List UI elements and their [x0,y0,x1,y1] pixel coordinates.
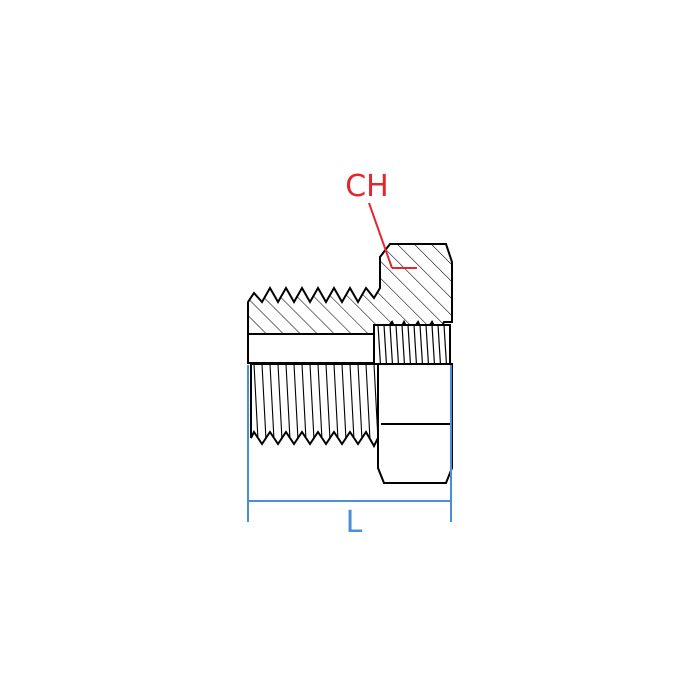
section-upper-body [247,243,453,337]
hex-size-leader [368,202,417,269]
center-bore-band [247,333,377,364]
male-thread [250,363,379,449]
hex-size-label: CH [345,169,389,204]
length-label: L [346,505,363,540]
length-dimension [247,365,452,522]
